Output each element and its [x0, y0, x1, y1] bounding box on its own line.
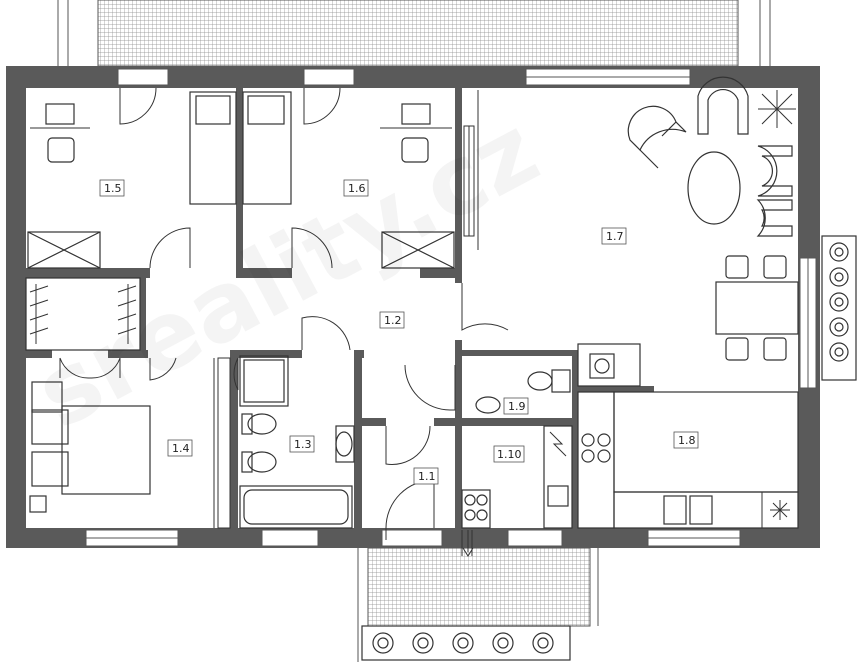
room-1-4-furniture — [29, 358, 215, 528]
room-label-1-10: 1.10 — [497, 448, 522, 461]
north-terrace — [57, 0, 771, 67]
room-label-1-9: 1.9 — [508, 400, 526, 413]
room-1-8-furniture — [577, 343, 799, 529]
south-terrace — [357, 547, 599, 662]
room-1-7-furniture — [627, 76, 799, 361]
room-label-1-8: 1.8 — [678, 434, 696, 447]
room-label-1-4: 1.4 — [172, 442, 190, 455]
doors — [59, 87, 509, 557]
plant-icons-east — [821, 235, 857, 381]
plant-icons-south — [372, 632, 554, 654]
windows — [85, 68, 817, 547]
room-label-1-1: 1.1 — [418, 470, 436, 483]
room-label-1-6: 1.6 — [348, 182, 366, 195]
room-1-5-furniture — [27, 91, 237, 269]
room-label-1-5: 1.5 — [104, 182, 122, 195]
wardrobe — [25, 277, 141, 351]
room-label-1-2: 1.2 — [384, 314, 402, 327]
room-label-1-3: 1.3 — [294, 438, 312, 451]
room-1-9-furniture — [475, 369, 571, 414]
room-label-1-7: 1.7 — [606, 230, 624, 243]
room-1-10-furniture — [461, 425, 573, 529]
room-labels: 1.5 1.6 1.7 1.2 1.4 1.3 1.9 1.8 1.10 1.1 — [99, 179, 699, 485]
interior-walls — [26, 88, 654, 528]
room-1-6-furniture — [242, 91, 455, 269]
room-1-3-furniture — [239, 355, 355, 529]
